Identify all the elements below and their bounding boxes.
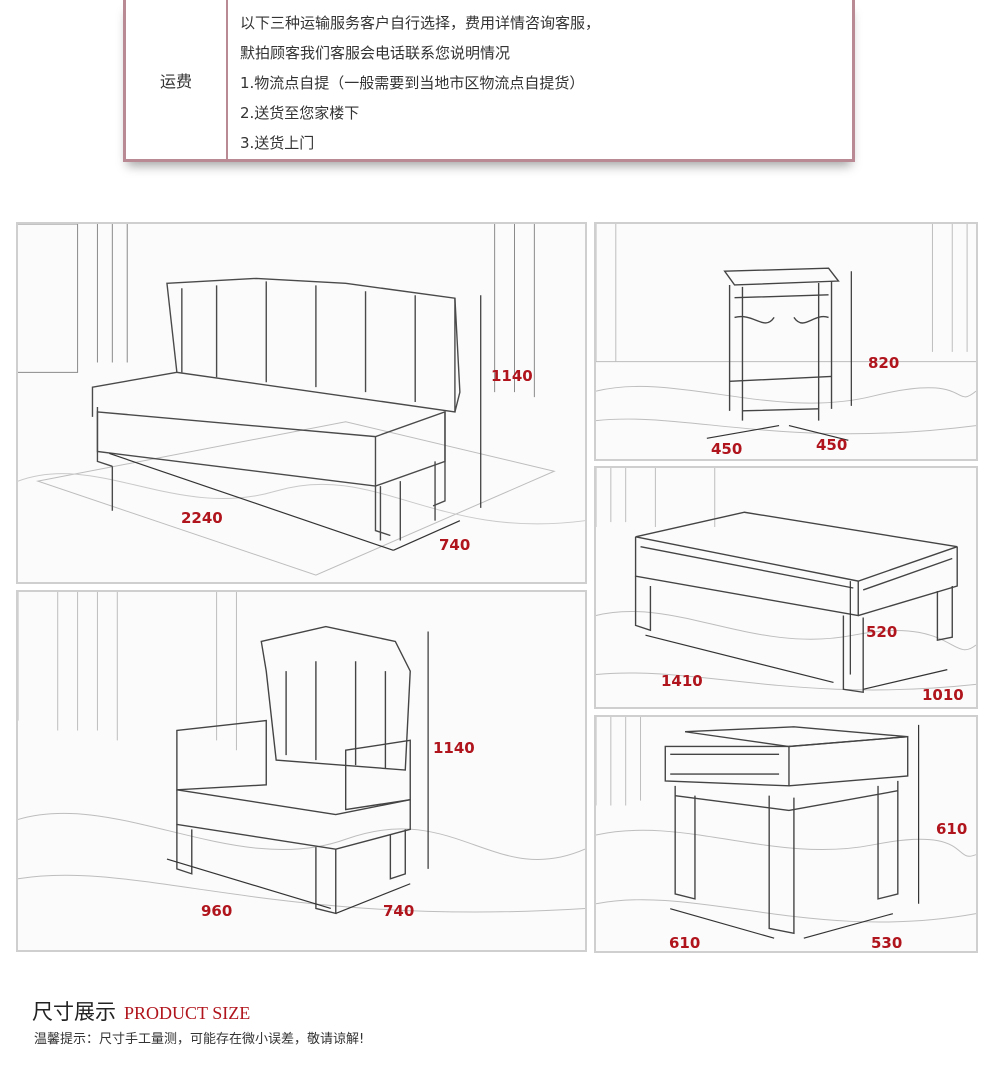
- shipping-line: 默拍顾客我们客服会电话联系您说明情况: [240, 44, 511, 62]
- stool-height-label: 820: [868, 354, 900, 372]
- shipping-line: 2.送货至您家楼下: [240, 104, 360, 122]
- chair-depth-label: 740: [383, 902, 415, 920]
- shipping-line: 3.送货上门: [240, 134, 315, 152]
- stool-panel: 820 450 450: [594, 222, 978, 461]
- coffee-table-panel: 520 1410 1010: [594, 466, 978, 709]
- chair-height-label: 1140: [433, 739, 475, 757]
- stool-sketch: [596, 224, 976, 441]
- chair-panel: 1140 960 740: [16, 590, 587, 952]
- stool-depth-label: 450: [816, 436, 848, 454]
- sofa-height-label: 1140: [491, 367, 533, 385]
- coffee-table-sketch: [596, 468, 976, 694]
- side-table-sketch: [596, 717, 976, 939]
- chair-width-label: 960: [201, 902, 233, 920]
- stool-width-label: 450: [711, 440, 743, 458]
- sofa-length-label: 2240: [181, 509, 223, 527]
- side-table-width-label: 610: [669, 934, 701, 952]
- section-title-cn: 尺寸展示: [32, 1000, 116, 1024]
- coffee-table-height-label: 520: [866, 623, 898, 641]
- shipping-label: 运费: [126, 0, 228, 159]
- measurement-note: 温馨提示：尺寸手工量测，可能存在微小误差，敬请谅解!: [34, 1032, 365, 1047]
- side-table-panel: 610 610 530: [594, 715, 978, 953]
- shipping-lines: 以下三种运输服务客户自行选择，费用详情咨询客服， 默拍顾客我们客服会电话联系您说…: [240, 8, 600, 158]
- shipping-line: 1.物流点自提（一般需要到当地市区物流点自提货）: [240, 74, 585, 92]
- coffee-table-width-label: 1010: [922, 686, 964, 704]
- shipping-line: 以下三种运输服务客户自行选择，费用详情咨询客服，: [240, 14, 601, 32]
- sofa-panel: 1140 2240 740: [16, 222, 587, 584]
- coffee-table-length-label: 1410: [661, 672, 703, 690]
- section-title: 尺寸展示 PRODUCT SIZE: [32, 996, 250, 1026]
- section-title-en: PRODUCT SIZE: [124, 1003, 251, 1023]
- chair-sketch: [18, 592, 585, 915]
- shipping-table: 运费 以下三种运输服务客户自行选择，费用详情咨询客服， 默拍顾客我们客服会电话联…: [123, 0, 855, 162]
- side-table-depth-label: 530: [871, 934, 903, 952]
- side-table-height-label: 610: [936, 820, 968, 838]
- sofa-sketch: [18, 224, 585, 576]
- sofa-depth-label: 740: [439, 536, 471, 554]
